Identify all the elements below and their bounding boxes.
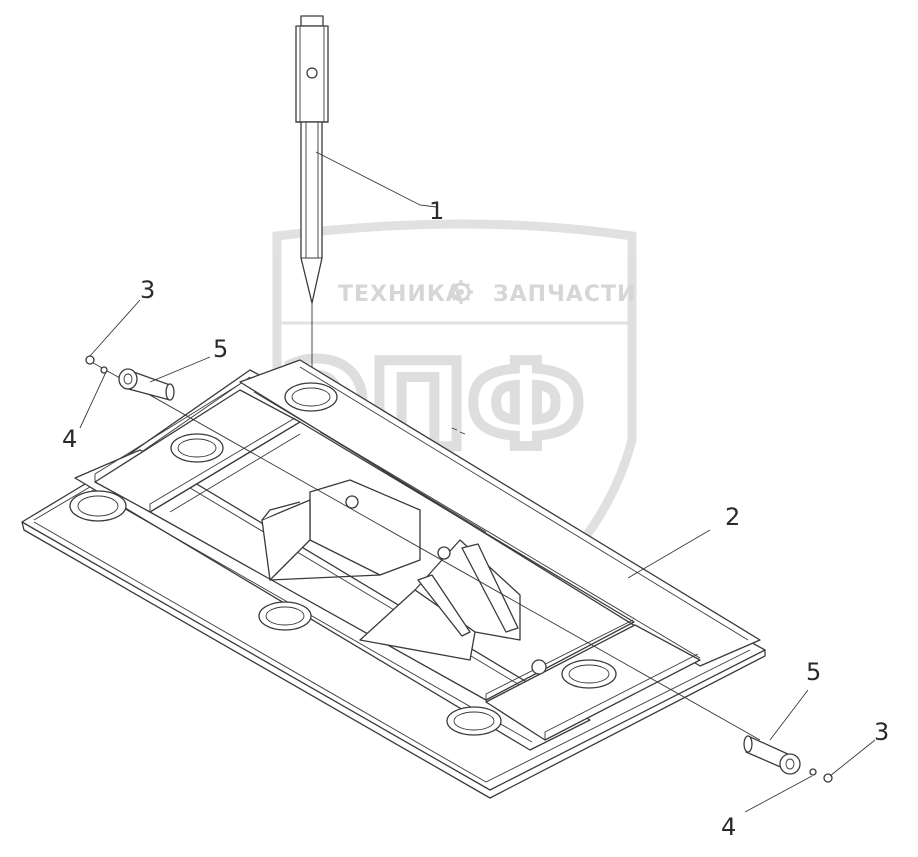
plate-holes [69, 382, 617, 736]
watermark-text-right: ЗАПЧАСТИ [493, 282, 636, 307]
callout-3-right: 3 [874, 718, 889, 746]
watermark-text-left: ТЕХНИКА [338, 282, 464, 307]
callout-4-left: 4 [62, 425, 77, 453]
assembly-axis-lines [87, 359, 761, 741]
center-bracket-right [359, 539, 547, 675]
center-bracket-left [261, 479, 421, 581]
nut-left [85, 355, 95, 365]
rod-shaft [300, 121, 323, 304]
washer-left [100, 366, 108, 374]
rod-hole [306, 67, 318, 79]
right-fastener-set [743, 735, 833, 783]
leader-lines [79, 151, 876, 813]
gear-icon [449, 280, 473, 304]
washer-right [809, 768, 817, 776]
left-fastener-set [85, 355, 175, 401]
callout-4-right: 4 [721, 813, 736, 841]
callout-5-right: 5 [806, 658, 821, 686]
callout-1: 1 [429, 197, 444, 225]
far-rail [239, 359, 761, 667]
callout-labels: 1 2 3 3 4 4 5 5 [62, 197, 889, 841]
part-1-rod [295, 15, 329, 398]
callout-3-left: 3 [140, 276, 155, 304]
rod-cap [300, 15, 324, 27]
callout-2: 2 [725, 503, 740, 531]
part-2-base-plate [21, 359, 766, 799]
callout-5-left: 5 [213, 335, 228, 363]
